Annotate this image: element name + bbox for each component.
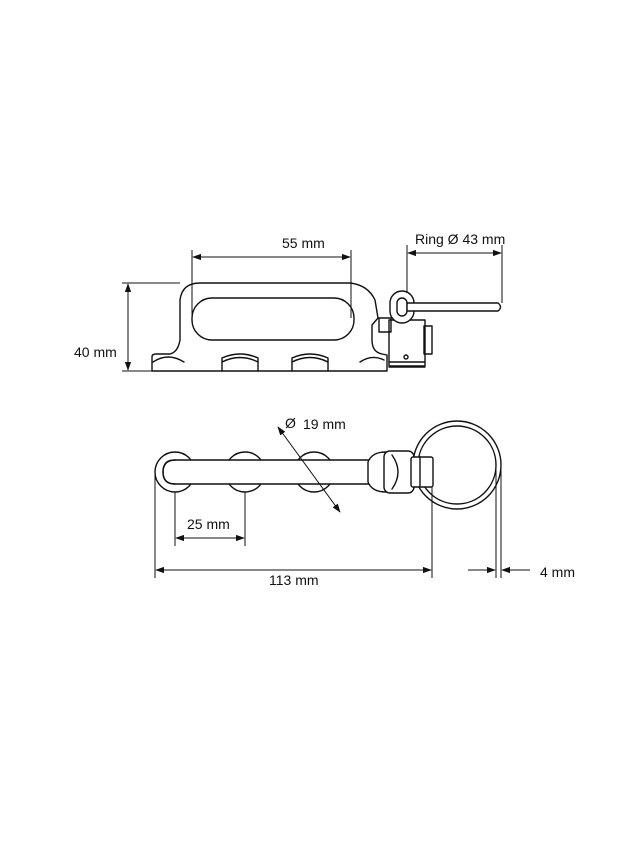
hook-4 bbox=[359, 356, 385, 363]
hook-2 bbox=[221, 353, 259, 363]
dim-ring-label: Ring Ø 43 mm bbox=[415, 231, 505, 247]
dim-overall-label: 113 mm bbox=[269, 572, 319, 588]
lock-pin bbox=[403, 354, 409, 360]
dim-thickness-label: 4 mm bbox=[540, 564, 575, 580]
connector-block bbox=[383, 450, 415, 494]
side-view: 40 mm 55 mm Ring Ø 43 mm bbox=[74, 231, 505, 372]
hook-plate bbox=[151, 282, 388, 372]
top-view: Ø 19 mm 25 mm 113 mm 4 mm bbox=[154, 415, 575, 588]
lock-cap bbox=[423, 325, 433, 355]
lock-head bbox=[410, 456, 434, 488]
dim-slot-label: 55 mm bbox=[282, 235, 325, 251]
hook-bar bbox=[162, 459, 373, 485]
hook-1 bbox=[152, 356, 185, 363]
slot bbox=[191, 297, 355, 341]
dim-ball-line bbox=[277, 426, 341, 513]
hook-3 bbox=[291, 353, 329, 363]
lock-body-upper bbox=[378, 317, 392, 333]
ring-bar bbox=[406, 302, 502, 312]
dim-height-label: 40 mm bbox=[74, 344, 117, 360]
dim-ball-label: 19 mm bbox=[303, 416, 346, 432]
dim-ball-symbol: Ø bbox=[285, 415, 296, 431]
dim-pitch-label: 25 mm bbox=[187, 516, 230, 532]
